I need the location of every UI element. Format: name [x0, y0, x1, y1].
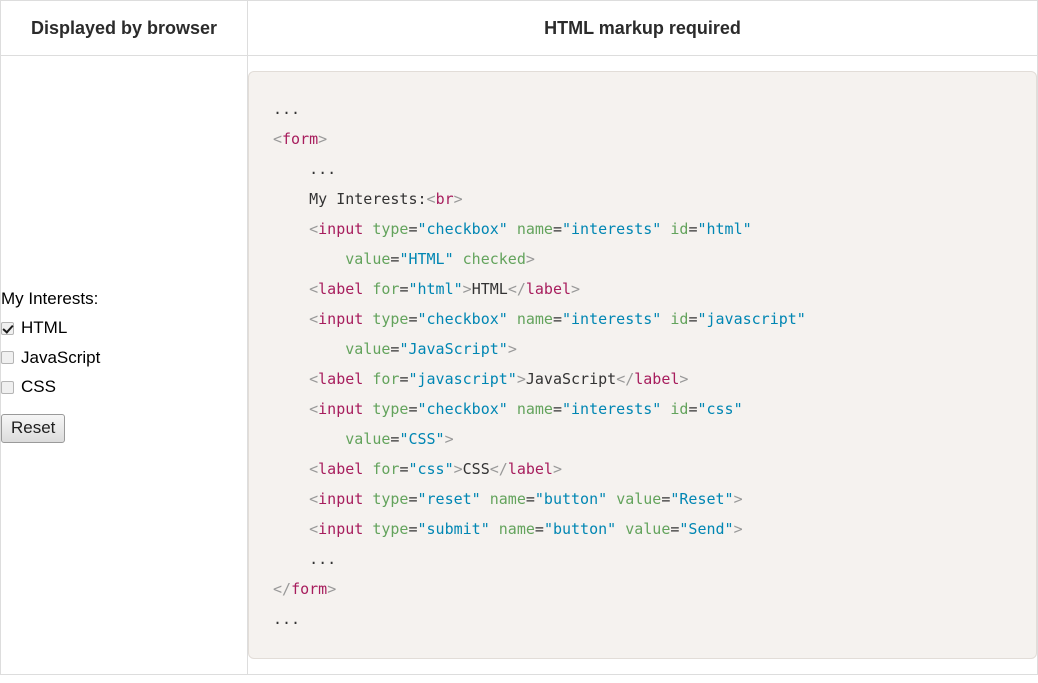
- reset-button[interactable]: Reset: [1, 413, 66, 443]
- checkbox-label-javascript[interactable]: JavaScript: [21, 347, 101, 367]
- code-cell: ... <form> ... My Interests:<br> <input …: [247, 55, 1038, 675]
- table-header-row: Displayed by browser HTML markup require…: [0, 0, 1038, 56]
- checkbox-label-css[interactable]: CSS: [21, 377, 56, 397]
- checkbox-html[interactable]: [1, 321, 14, 335]
- code-listing: ... <form> ... My Interests:<br> <input …: [273, 100, 806, 628]
- checkbox-row-html[interactable]: HTML: [1, 316, 247, 341]
- checkbox-row-javascript[interactable]: JavaScript: [1, 346, 247, 371]
- form-legend: My Interests:: [1, 289, 99, 309]
- checkbox-css[interactable]: [1, 380, 14, 394]
- column-header-html-markup-required: HTML markup required: [247, 0, 1038, 56]
- interests-form: My Interests: HTML JavaScript CSS Reset: [1, 287, 247, 443]
- column-header-displayed-by-browser: Displayed by browser: [0, 0, 248, 56]
- checkbox-label-html[interactable]: HTML: [21, 317, 68, 337]
- checkbox-javascript[interactable]: [1, 351, 14, 365]
- browser-demo-cell: My Interests: HTML JavaScript CSS Reset: [0, 55, 248, 675]
- table-row: My Interests: HTML JavaScript CSS Reset: [0, 55, 1038, 675]
- checkbox-row-css[interactable]: CSS: [1, 375, 247, 400]
- code-block: ... <form> ... My Interests:<br> <input …: [248, 71, 1037, 659]
